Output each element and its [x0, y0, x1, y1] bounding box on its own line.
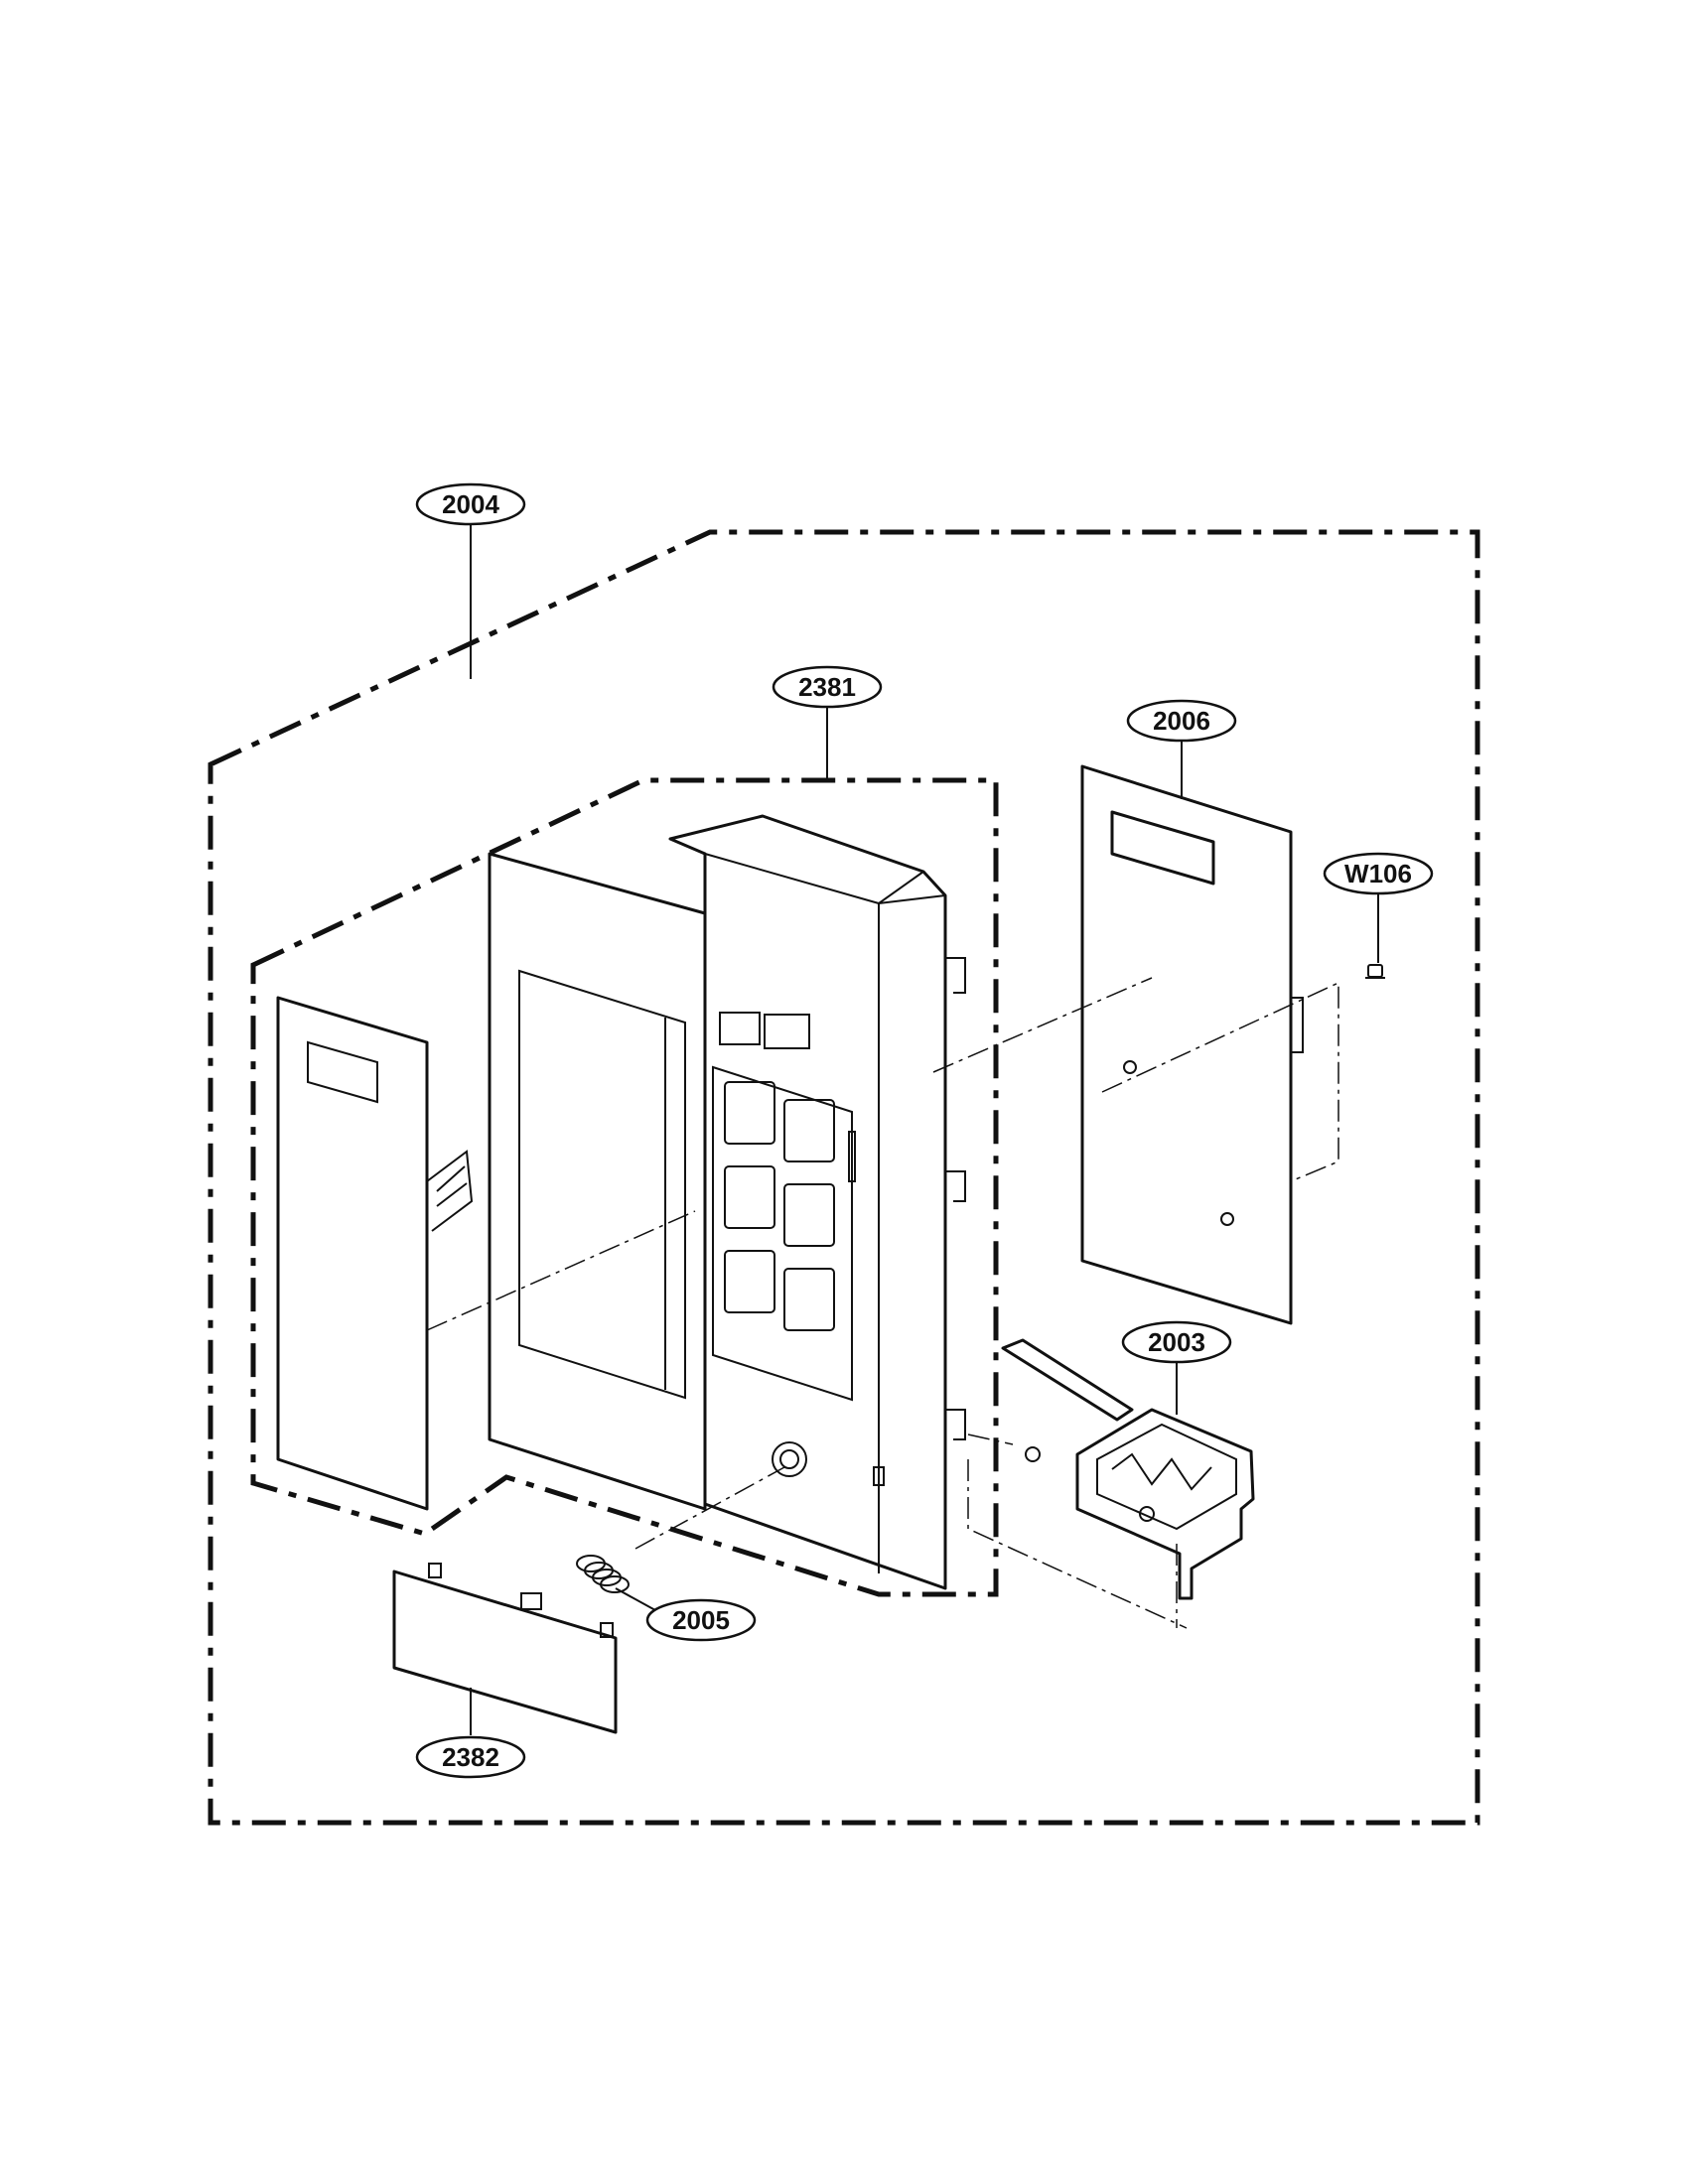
assembly-boundary-2381 — [250, 777, 999, 1597]
callout-2004: 2004 — [415, 482, 526, 526]
assembly-boundary-2004 — [208, 529, 1480, 1826]
callout-2005: 2005 — [645, 1598, 757, 1642]
pcb-board-2006 — [1080, 764, 1304, 1325]
svg-text:2382: 2382 — [442, 1742, 499, 1772]
svg-text:2381: 2381 — [798, 672, 856, 702]
latch-knob — [772, 1441, 807, 1477]
front-panel-frame — [488, 852, 707, 1511]
callout-leaders — [470, 523, 1379, 1735]
door-latch-2003 — [1001, 1338, 1255, 1600]
push-button-2382 — [392, 1563, 618, 1734]
spring-2005 — [576, 1555, 630, 1593]
svg-text:2003: 2003 — [1148, 1327, 1205, 1357]
svg-text:2004: 2004 — [442, 489, 499, 519]
callout-2006: 2006 — [1126, 699, 1237, 743]
svg-text:2006: 2006 — [1153, 706, 1210, 736]
callout-2382: 2382 — [415, 1735, 526, 1779]
callout-w106: W106 — [1323, 852, 1434, 895]
callout-2381: 2381 — [772, 665, 883, 709]
assembly-lines — [426, 977, 1339, 1629]
screw-w106 — [1365, 964, 1385, 979]
control-panel-housing — [668, 814, 966, 1590]
membrane-key-sheet — [276, 996, 474, 1511]
keypad-grid — [724, 1081, 835, 1331]
svg-text:W106: W106 — [1344, 859, 1412, 888]
svg-text:2005: 2005 — [672, 1605, 730, 1635]
callout-2003: 2003 — [1121, 1320, 1232, 1364]
